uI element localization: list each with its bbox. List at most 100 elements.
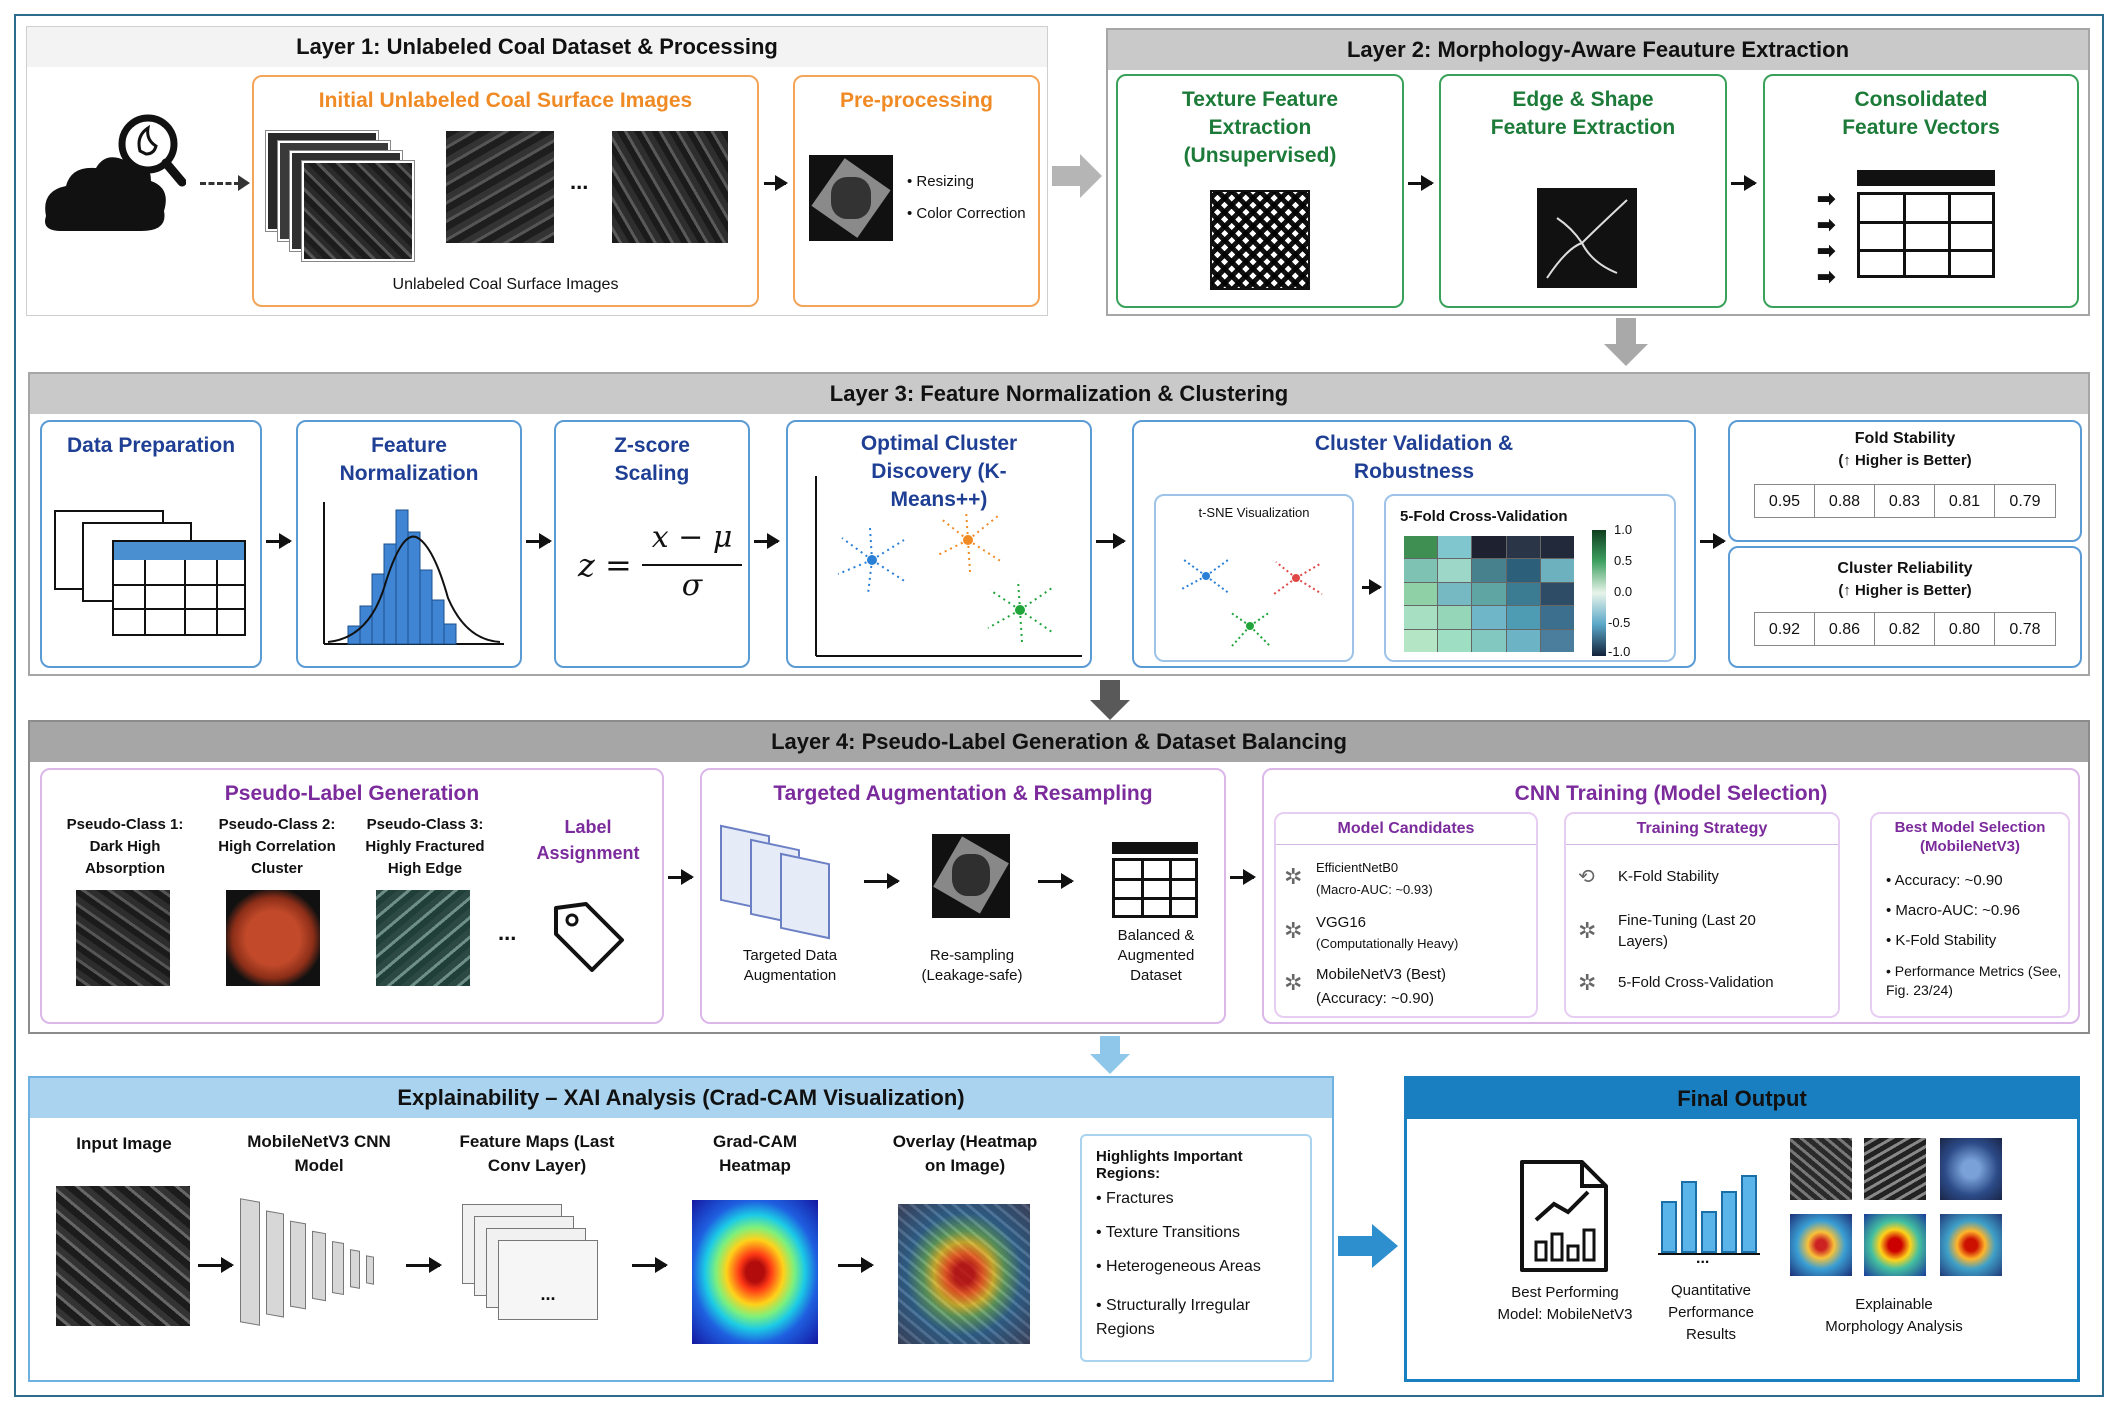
arrow-cluster-to-validation	[1096, 533, 1126, 549]
reliability-value-4: 0.80	[1935, 613, 1995, 645]
coal-pile-icon	[45, 114, 186, 231]
xai-gradcam-label: Grad-CAM Heatmap	[712, 1132, 798, 1175]
images-ellipsis: ...	[570, 169, 589, 194]
highlight-item-4: • Structurally Irregular Regions	[1096, 1297, 1251, 1338]
pseudo-class-1-label: Pseudo-Class 1: Dark High Absorption	[66, 816, 184, 877]
resampling-label: Re-sampling (Leakage-safe)	[921, 947, 1023, 984]
best-item-4-text: Performance Metrics (See, Fig. 23/24)	[1886, 963, 2062, 998]
validation-title: Cluster Validation & Robustness	[1314, 432, 1514, 483]
arrow-gradcam-to-overlay	[838, 1257, 874, 1273]
preprocessing-card: Pre-processing • Resizing • Color Correc…	[793, 75, 1040, 307]
highlights-box: Highlights Important Regions: • Fracture…	[1080, 1134, 1312, 1362]
pseudo-class-2-label: Pseudo-Class 2: High Correlation Cluster	[218, 816, 336, 877]
arrow-aug-to-resample	[864, 873, 900, 889]
balanced-label: Balanced & Augmented Dataset	[1117, 927, 1195, 984]
best-item-1: • Accuracy: ~0.90	[1886, 872, 2003, 889]
pseudo-class-3-label: Pseudo-Class 3: Highly Fractured High Ed…	[365, 816, 485, 877]
feature-vectors-arrows: ➡➡➡➡	[1817, 186, 1836, 289]
final-image-grid	[1790, 1138, 2012, 1278]
model-1-icon: ✲	[1284, 864, 1303, 889]
colorbar-tick-3: 0.0	[1614, 584, 1633, 599]
pseudo-label-card: Pseudo-Label Generation Pseudo-Class 1: …	[40, 768, 664, 1024]
zscore-title: Z-score Scaling	[614, 434, 690, 485]
edge-title: Edge & Shape Feature Extraction	[1490, 88, 1676, 139]
arrow-zscore-to-cluster	[754, 533, 780, 549]
fold-stability-title: Fold Stability	[1854, 430, 1956, 447]
coal-image-2	[446, 131, 554, 243]
model-2-name: VGG16	[1316, 914, 1367, 931]
training-2-icon: ✲	[1578, 918, 1597, 943]
initial-images-card: Initial Unlabeled Coal Surface Images ..…	[252, 75, 759, 307]
cluster-card: Optimal Cluster Discovery (K-Means++)	[786, 420, 1092, 668]
feature-table	[1857, 192, 1995, 278]
fold-stability-values: 0.95 0.88 0.83 0.81 0.79	[1754, 484, 2056, 518]
zscore-fraction-bar	[642, 564, 742, 566]
cv-label: 5-Fold Cross-Validation	[1400, 508, 1568, 525]
feature-norm-title: Feature Normalization	[339, 434, 479, 485]
report-chart-icon	[1520, 1160, 1608, 1272]
cnn-training-card: CNN Training (Model Selection) Model Can…	[1262, 768, 2080, 1024]
fold-value-3: 0.83	[1875, 485, 1935, 517]
xai-fmaps-label: Feature Maps (Last Conv Layer)	[459, 1132, 615, 1175]
fold-value-4: 0.81	[1935, 485, 1995, 517]
highlight-item-1: • Fractures	[1096, 1190, 1174, 1207]
zscore-card: Z-score Scaling z = x − μ σ	[554, 420, 750, 668]
model-3-note: (Accuracy: ~0.90)	[1316, 990, 1434, 1007]
dashed-arrow	[200, 182, 240, 185]
highlight-item-2: • Texture Transitions	[1096, 1224, 1241, 1241]
data-table-stack	[54, 510, 254, 650]
colorbar-tick-5: -1.0	[1608, 644, 1631, 659]
cluster-reliability-sub: (↑ Higher is Better)	[1838, 582, 1972, 599]
histogram-icon	[323, 502, 504, 645]
xai-input-label: Input Image	[76, 1134, 172, 1153]
best-item-2: • Macro-AUC: ~0.96	[1886, 902, 2021, 919]
colorbar-tick-2: 0.5	[1614, 553, 1633, 568]
arrow-aug-to-cnn	[1230, 869, 1256, 885]
model-3-name: MobileNetV3 (Best)	[1316, 966, 1447, 983]
arrow-tsne-to-cv	[1362, 579, 1382, 595]
arrow-prep-to-norm	[266, 533, 292, 549]
layer3-title: Layer 3: Feature Normalization & Cluster…	[30, 374, 2088, 414]
texture-pattern	[1210, 190, 1310, 290]
highlight-item-3: • Heterogeneous Areas	[1096, 1258, 1261, 1275]
cluster-scatter-plot	[815, 476, 1082, 657]
model-1-note: (Macro-AUC: ~0.93)	[1316, 882, 1433, 897]
reliability-value-5: 0.78	[2009, 621, 2041, 638]
gray-arrow-l1-l2	[1052, 154, 1102, 198]
highlight-item-2-text: Texture Transitions	[1105, 1224, 1241, 1241]
gray-arrow-l2-l3	[1604, 318, 1648, 366]
arrow-fmaps-to-gradcam	[632, 1257, 668, 1273]
best-item-4: • Performance Metrics (See, Fig. 23/24)	[1886, 963, 2062, 998]
cnn-model-icon	[240, 1198, 400, 1330]
texture-card: Texture Feature Extraction (Unsupervised…	[1116, 74, 1404, 308]
quant-ellipsis: ...	[1696, 1250, 1710, 1267]
training-item-3: 5-Fold Cross-Validation	[1618, 974, 1774, 991]
arrow-norm-to-zscore	[526, 533, 552, 549]
training-item-2: Fine-Tuning (Last 20 Layers)	[1618, 912, 1756, 950]
balanced-table	[1112, 858, 1198, 918]
coal-image-3	[612, 131, 728, 243]
cv-subcard: 5-Fold Cross-Validation 1.0 0.5 0.0 -0.5…	[1384, 494, 1676, 662]
initial-images-title: Initial Unlabeled Coal Surface Images	[318, 89, 693, 112]
best-item-3: • K-Fold Stability	[1886, 932, 1997, 949]
training-1-icon: ⟲	[1578, 866, 1595, 888]
best-model-title: Best Model Selection (MobileNetV3)	[1894, 819, 2046, 855]
colorbar-tick-1: 1.0	[1614, 522, 1633, 537]
model-2-note: (Computationally Heavy)	[1316, 936, 1459, 951]
arrow-texture-to-edge	[1408, 175, 1434, 191]
arrow-cnn-to-fmaps	[406, 1257, 442, 1273]
fold-value-1: 0.95	[1755, 485, 1815, 517]
zscore-lhs: z =	[578, 546, 632, 584]
highlight-item-1-text: Fractures	[1106, 1190, 1174, 1207]
model-1-name: EfficientNetB0	[1316, 860, 1399, 875]
reliability-value-1: 0.92	[1755, 613, 1815, 645]
pseudo-ellipsis: ...	[498, 920, 517, 945]
training-3-icon: ✲	[1578, 970, 1597, 995]
overlay-image	[898, 1204, 1030, 1344]
feature-norm-card: Feature Normalization	[296, 420, 522, 668]
cluster-reliability-card: Cluster Reliability (↑ Higher is Better)…	[1728, 546, 2082, 668]
final-title: Final Output	[1407, 1079, 2077, 1119]
feature-maps-stack: ...	[462, 1204, 612, 1334]
colorbar-tick-4: -0.5	[1608, 615, 1631, 630]
arrow-input-to-cnn	[198, 1257, 234, 1273]
